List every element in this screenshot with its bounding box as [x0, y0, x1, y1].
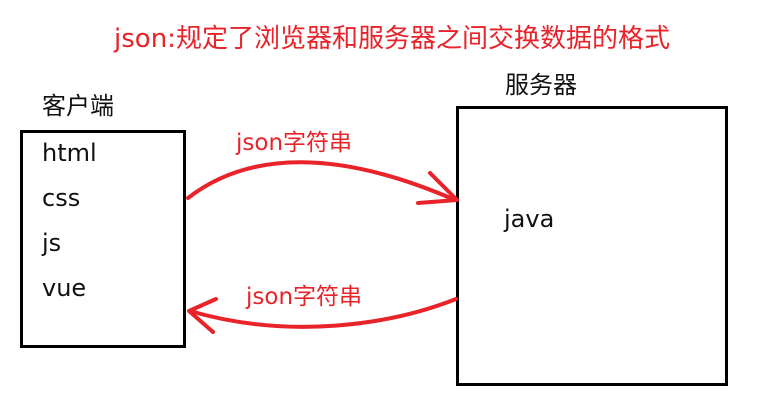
response-arrow-label: json字符串 [246, 284, 363, 310]
client-item-css: css [42, 184, 81, 212]
request-arrow-label: json字符串 [236, 130, 353, 156]
client-item-js: js [42, 229, 62, 257]
response-arrow [188, 297, 458, 329]
client-item-html: html [42, 139, 97, 167]
server-box [456, 106, 728, 386]
server-item-java: java [504, 205, 555, 233]
request-arrow [186, 160, 457, 202]
server-label: 服务器 [505, 71, 577, 99]
response-arrowhead [187, 297, 218, 334]
client-box [20, 130, 186, 348]
diagram-title: json:规定了浏览器和服务器之间交换数据的格式 [114, 24, 670, 54]
request-arrowhead [416, 171, 459, 205]
client-label: 客户端 [42, 92, 114, 120]
client-item-list: html css js vue [42, 136, 97, 316]
client-item-vue: vue [42, 274, 87, 302]
